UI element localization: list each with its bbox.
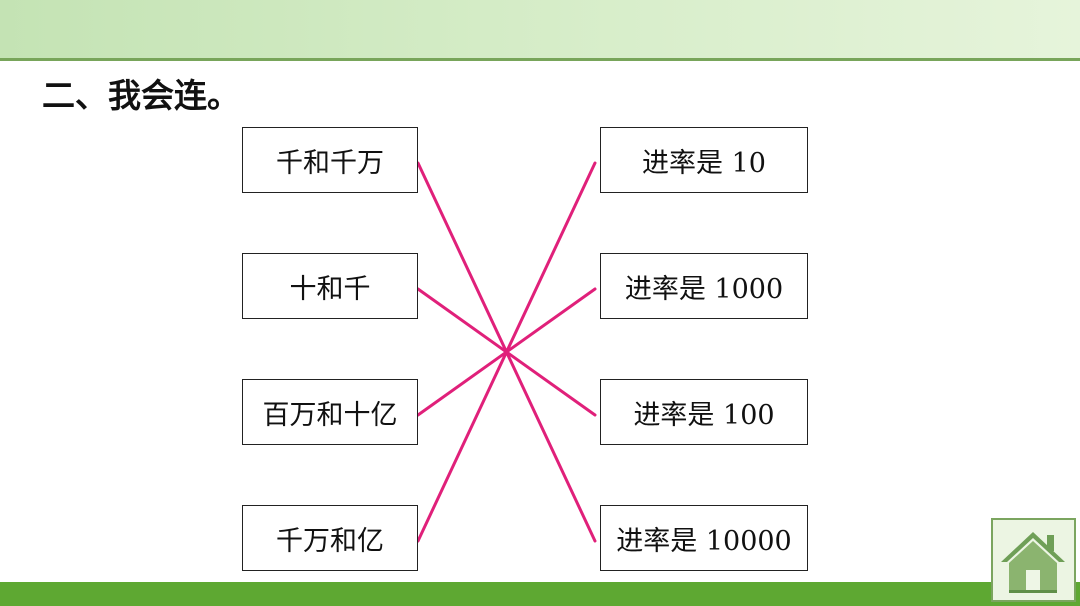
right-item-2[interactable]: 进率是 1000: [600, 253, 808, 319]
home-icon: [1001, 532, 1065, 593]
left-item-label: 百万和十亿: [262, 399, 398, 431]
header-divider: [0, 58, 1080, 61]
top-header-band: [0, 0, 1080, 58]
home-button[interactable]: [991, 518, 1076, 602]
bottom-band: [0, 582, 1080, 606]
right-item-label: 进率是 10: [642, 147, 766, 179]
right-item-3[interactable]: 进率是 100: [600, 379, 808, 445]
right-item-1[interactable]: 进率是 10: [600, 127, 808, 193]
connection-line-4: [416, 161, 597, 543]
left-item-label: 千和千万: [276, 147, 384, 179]
left-item-label: 千万和亿: [276, 525, 384, 557]
left-item-4[interactable]: 千万和亿: [242, 505, 418, 571]
right-item-label: 进率是 1000: [624, 273, 784, 305]
exercise-heading: 二、我会连。: [42, 76, 240, 115]
left-item-label: 十和千: [289, 273, 371, 305]
right-item-label: 进率是 100: [633, 399, 775, 431]
left-item-1[interactable]: 千和千万: [242, 127, 418, 193]
right-item-4[interactable]: 进率是 10000: [600, 505, 808, 571]
left-item-2[interactable]: 十和千: [242, 253, 418, 319]
left-item-3[interactable]: 百万和十亿: [242, 379, 418, 445]
right-item-label: 进率是 10000: [616, 525, 792, 557]
